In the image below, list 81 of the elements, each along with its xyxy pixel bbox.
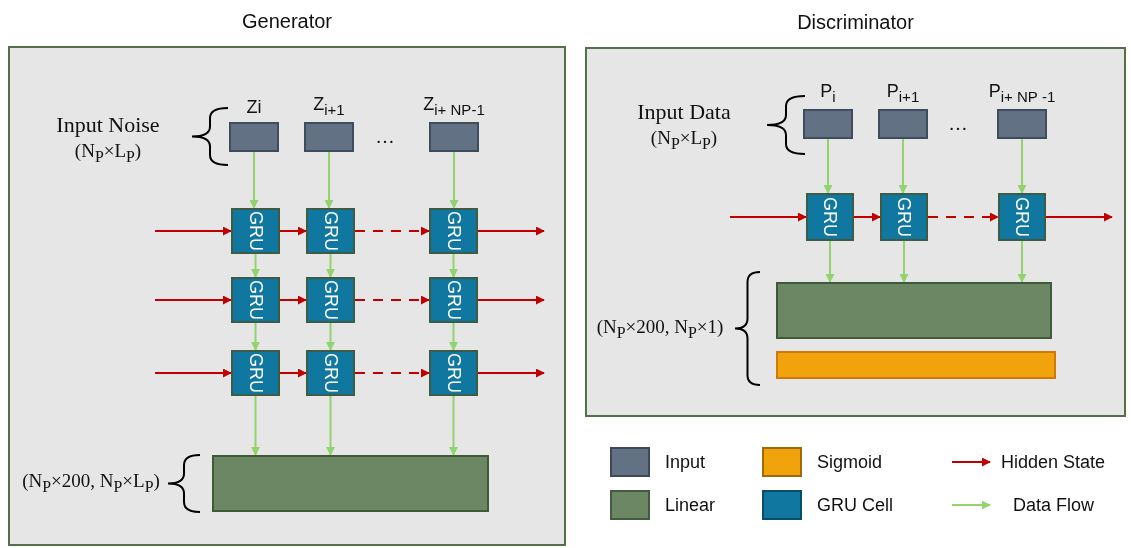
arrow [324, 151, 334, 209]
arrow [354, 368, 430, 378]
legend-label: Linear [665, 495, 716, 516]
arrow [251, 322, 260, 351]
arrow [326, 395, 335, 456]
cell-label: GRU [246, 280, 265, 320]
input-label: P$_{i}$ [820, 81, 836, 105]
arrow [449, 253, 458, 278]
arrow [154, 368, 232, 378]
input-label: Z$_{i+1}$ [313, 94, 345, 118]
arrow [823, 138, 833, 194]
arrow [279, 368, 307, 378]
ellipsis: … [375, 126, 395, 148]
legend-label: Data Flow [1013, 495, 1095, 516]
arrow [326, 253, 335, 278]
panel-title: Generator [241, 10, 333, 33]
cell-label: GRU [321, 353, 340, 393]
dimension-text: (N$_{P}$×200, N$_{P}$×1) [596, 316, 724, 342]
gru-cell [998, 193, 1046, 241]
arrow [825, 240, 835, 283]
legend-label: Input [665, 452, 706, 473]
ellipsis: … [948, 113, 968, 135]
arrow [354, 226, 430, 236]
arrow [898, 138, 908, 194]
arrow [477, 226, 545, 236]
cell-label: GRU [1013, 197, 1031, 237]
arrow [853, 212, 881, 222]
gru-cell [306, 208, 355, 254]
gru-cell [806, 193, 854, 241]
arrow [729, 212, 807, 222]
cell-label: GRU [246, 353, 265, 393]
gru-cell [429, 208, 478, 254]
cell-label: GRU [895, 197, 913, 237]
sigmoid-layer-box [776, 351, 1056, 379]
layer-label: Input Data [637, 99, 731, 125]
arrow [477, 368, 545, 378]
panel-title: Discriminator [797, 11, 914, 34]
arrow [1045, 212, 1113, 222]
cell-label: GRU [321, 211, 340, 251]
legend-label: Hidden State [1001, 452, 1106, 473]
linear-layer-box [212, 455, 489, 512]
arrow [354, 295, 430, 305]
gru-cell [429, 277, 478, 323]
legend-label: Sigmoid [817, 452, 883, 473]
arrow [1017, 240, 1027, 283]
dimension-text: (N$_{P}$×200, N$_{P}$×L$_{P}$) [22, 470, 160, 496]
arrow [251, 395, 260, 456]
cell-label: GRU [444, 211, 463, 251]
dimension-text: (N$_{P}$×L$_{P}$) [74, 140, 142, 166]
cell-label: GRU [821, 197, 839, 237]
arrow [279, 295, 307, 305]
cell-label: GRU [444, 280, 463, 320]
arrow [251, 253, 260, 278]
arrow [154, 226, 232, 236]
arrow [927, 212, 999, 222]
arrow [449, 395, 458, 456]
cell-label: GRU [321, 280, 340, 320]
gru-cell [231, 350, 280, 396]
legend-label: GRU Cell [817, 495, 893, 516]
dimension-text: (N$_{P}$×L$_{P}$) [650, 127, 718, 153]
gru-cell [231, 277, 280, 323]
arrow [1017, 138, 1027, 194]
linear-layer-box [776, 282, 1052, 339]
input-label: P$_{i+1}$ [886, 81, 920, 105]
arrow [449, 322, 458, 351]
arrow [154, 295, 232, 305]
arrow [279, 226, 307, 236]
arrow [477, 295, 545, 305]
gru-cell [306, 277, 355, 323]
gru-cell [429, 350, 478, 396]
gru-cell [231, 208, 280, 254]
arrow [249, 151, 259, 209]
input-label: Zi [246, 97, 262, 118]
gru-cell [880, 193, 928, 241]
gru-cell [306, 350, 355, 396]
arrow [326, 322, 335, 351]
cell-label: GRU [246, 211, 265, 251]
arrow [449, 151, 459, 209]
arrow [899, 240, 909, 283]
cell-label: GRU [444, 353, 463, 393]
layer-label: Input Noise [56, 112, 160, 138]
